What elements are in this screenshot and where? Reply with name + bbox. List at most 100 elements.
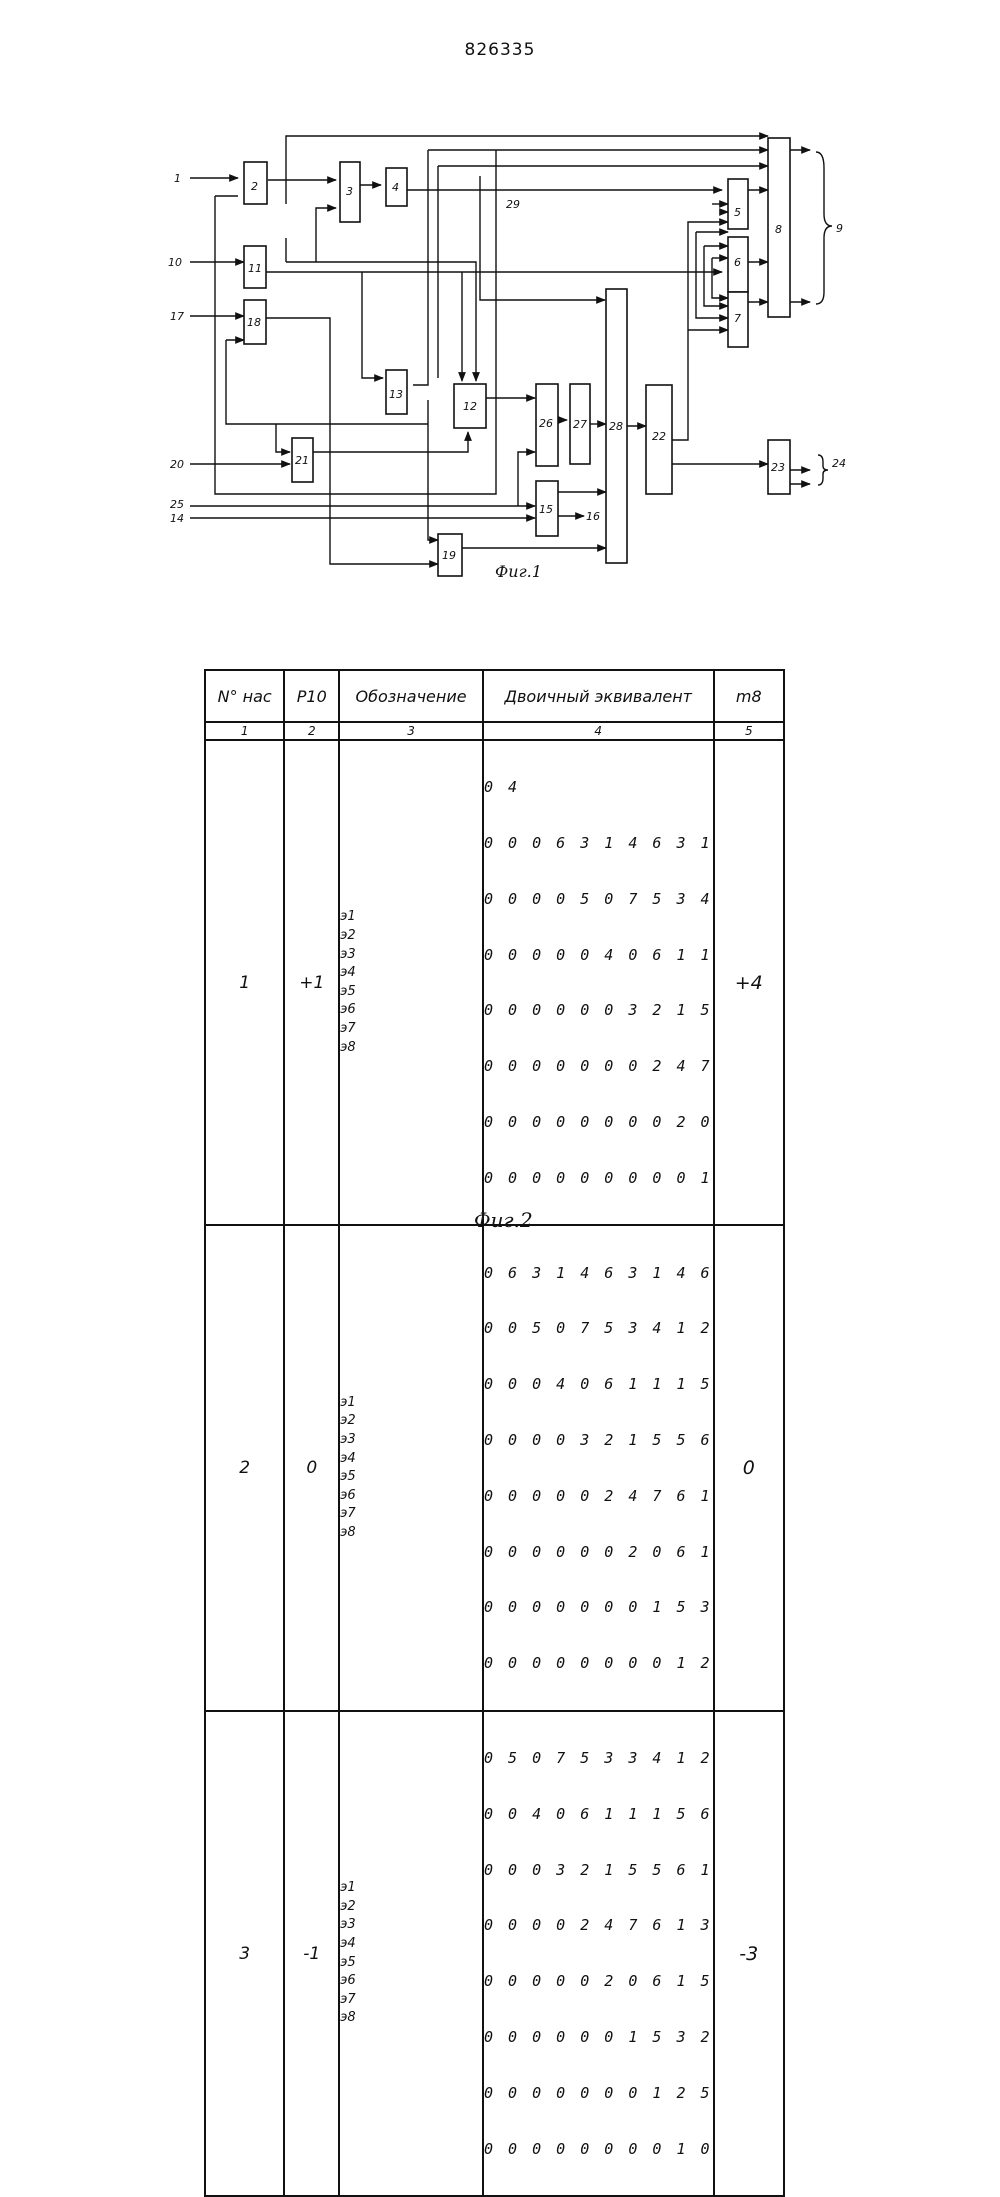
designation: э7 [340, 1991, 482, 2010]
designation: э6 [340, 1001, 482, 1020]
binary-list: 0 6 3 1 4 6 3 1 4 6 0 0 5 0 7 5 3 4 1 2 … [483, 1225, 714, 1710]
group-m8: +4 [714, 740, 784, 1225]
column-number: 5 [714, 722, 784, 740]
block-label: 26 [539, 417, 553, 430]
block-label: 15 [539, 503, 553, 516]
designation: э6 [340, 1487, 482, 1506]
designation: э1 [340, 1879, 482, 1898]
designation: э5 [340, 983, 482, 1002]
terminal-label: 1 [174, 172, 181, 185]
designation: э8 [340, 2009, 482, 2028]
designation: э2 [340, 1412, 482, 1431]
designation: э3 [340, 946, 482, 965]
block-label: 27 [573, 418, 587, 431]
block-label: 2 [251, 180, 258, 193]
group-m8: -3 [714, 1711, 784, 2196]
header-binary-equivalent: Двоичный эквивалент [483, 670, 714, 722]
binary-value: 0 0 0 0 0 0 2 0 6 1 [484, 1543, 713, 1562]
designation-list: э1 э2 э3 э4 э5 э6 э7 э8 [339, 1711, 483, 2196]
binary-value: 0 0 0 3 2 1 5 5 6 1 [484, 1861, 713, 1880]
binary-value: 0 0 0 0 0 2 0 6 1 5 [484, 1972, 713, 1991]
group-p10: -1 [284, 1711, 339, 2196]
binary-value: 0 0 0 6 3 1 4 6 3 1 [484, 834, 713, 853]
terminal-label: 10 [168, 256, 182, 269]
binary-value: 0 0 0 0 0 0 0 1 2 5 [484, 2084, 713, 2103]
table-row: 2 0 э1 э2 э3 э4 э5 э6 э7 э8 0 6 3 1 4 6 … [205, 1225, 784, 1710]
terminal-label: 24 [832, 457, 846, 470]
block-label: 13 [389, 388, 403, 401]
binary-equivalents-table: N° нас P10 Обозначение Двоичный эквивале… [204, 669, 785, 2197]
designation: э8 [340, 1524, 482, 1543]
block-label: 6 [734, 256, 741, 269]
binary-value: 0 0 0 0 0 2 4 7 6 1 [484, 1487, 713, 1506]
block-label: 12 [463, 400, 477, 413]
column-number: 2 [284, 722, 339, 740]
designation: э5 [340, 1954, 482, 1973]
column-number: 4 [483, 722, 714, 740]
designation: э3 [340, 1431, 482, 1450]
terminal-label: 9 [836, 222, 843, 235]
designation: э7 [340, 1505, 482, 1524]
table-row: 3 -1 э1 э2 э3 э4 э5 э6 э7 э8 0 5 0 7 5 3… [205, 1711, 784, 2196]
group-number: 1 [205, 740, 284, 1225]
binary-value: 0 0 0 0 0 0 0 0 2 0 [484, 1113, 713, 1132]
block-label: 28 [609, 420, 623, 433]
binary-value: 0 0 0 0 5 0 7 5 3 4 [484, 890, 713, 909]
block-labels: 2 3 4 5 6 7 8 11 12 13 15 18 19 21 22 23… [247, 180, 785, 562]
block-label: 4 [392, 181, 399, 194]
block-label: 3 [346, 185, 353, 198]
terminal-label: 14 [170, 512, 184, 525]
figure-1-caption: Фиг.1 [495, 562, 542, 581]
binary-value: 0 0 0 0 0 0 1 5 3 2 [484, 2028, 713, 2047]
binary-value: 0 0 0 0 0 0 0 1 5 3 [484, 1598, 713, 1617]
figure-2-caption: Фиг.2 [474, 1208, 533, 1232]
header-designation: Обозначение [339, 670, 483, 722]
table-row: 1 +1 э1 э2 э3 э4 э5 э6 э7 э8 0 4 0 0 0 6… [205, 740, 784, 1225]
binary-list: 0 5 0 7 5 3 3 4 1 2 0 0 4 0 6 1 1 1 5 6 … [483, 1711, 714, 2196]
block-label: 5 [734, 206, 741, 219]
block-label: 21 [295, 454, 309, 467]
binary-value: 0 6 3 1 4 6 3 1 4 6 [484, 1264, 713, 1283]
block-diagram-figure-1: 2 3 4 5 6 7 8 11 12 13 15 18 1 9 21 22 23… [0, 120, 1000, 600]
binary-value: 0 0 0 0 0 0 0 0 1 2 [484, 1654, 713, 1673]
designation: э4 [340, 1450, 482, 1469]
designation: э2 [340, 1898, 482, 1917]
binary-value: 0 0 0 0 0 0 0 0 1 0 [484, 2140, 713, 2159]
designation: э1 [340, 1394, 482, 1413]
block-label: 11 [248, 262, 262, 275]
binary-value: 0 0 0 0 0 0 0 2 4 7 [484, 1057, 713, 1076]
terminal-label: 25 [170, 498, 184, 511]
designation: э6 [340, 1972, 482, 1991]
header-p10: P10 [284, 670, 339, 722]
terminal-label: 20 [170, 458, 184, 471]
block-label: 23 [771, 461, 785, 474]
designation: э4 [340, 964, 482, 983]
binary-value: 0 0 0 0 0 4 0 6 1 1 [484, 946, 713, 965]
designation: э8 [340, 1039, 482, 1058]
binary-value: 0 0 0 0 0 0 3 2 1 5 [484, 1001, 713, 1020]
binary-list: 0 4 0 0 0 6 3 1 4 6 3 1 0 0 0 0 5 0 7 5 … [483, 740, 714, 1225]
block-label: 7 [734, 312, 741, 325]
block-label: 8 [775, 223, 782, 236]
header-number: N° нас [205, 670, 284, 722]
designation: э4 [340, 1935, 482, 1954]
column-number: 1 [205, 722, 284, 740]
patent-number: 826335 [0, 40, 1000, 60]
designation-list: э1 э2 э3 э4 э5 э6 э7 э8 [339, 740, 483, 1225]
designation-list: э1 э2 э3 э4 э5 э6 э7 э8 [339, 1225, 483, 1710]
binary-value: 0 0 0 0 2 4 7 6 1 3 [484, 1916, 713, 1935]
designation: э2 [340, 927, 482, 946]
binary-value: 0 0 5 0 7 5 3 4 1 2 [484, 1319, 713, 1338]
binary-value: 0 0 0 4 0 6 1 1 1 5 [484, 1375, 713, 1394]
group-p10: +1 [284, 740, 339, 1225]
binary-value: 0 4 [484, 778, 713, 797]
binary-value: 0 0 0 0 3 2 1 5 5 6 [484, 1431, 713, 1450]
group-p10: 0 [284, 1225, 339, 1710]
group-m8: 0 [714, 1225, 784, 1710]
binary-value: 0 0 0 0 0 0 0 0 0 1 [484, 1169, 713, 1188]
block-label: 18 [247, 316, 261, 329]
designation: э3 [340, 1916, 482, 1935]
block-label: 22 [652, 430, 666, 443]
group-number: 3 [205, 1711, 284, 2196]
binary-value: 0 0 4 0 6 1 1 1 5 6 [484, 1805, 713, 1824]
